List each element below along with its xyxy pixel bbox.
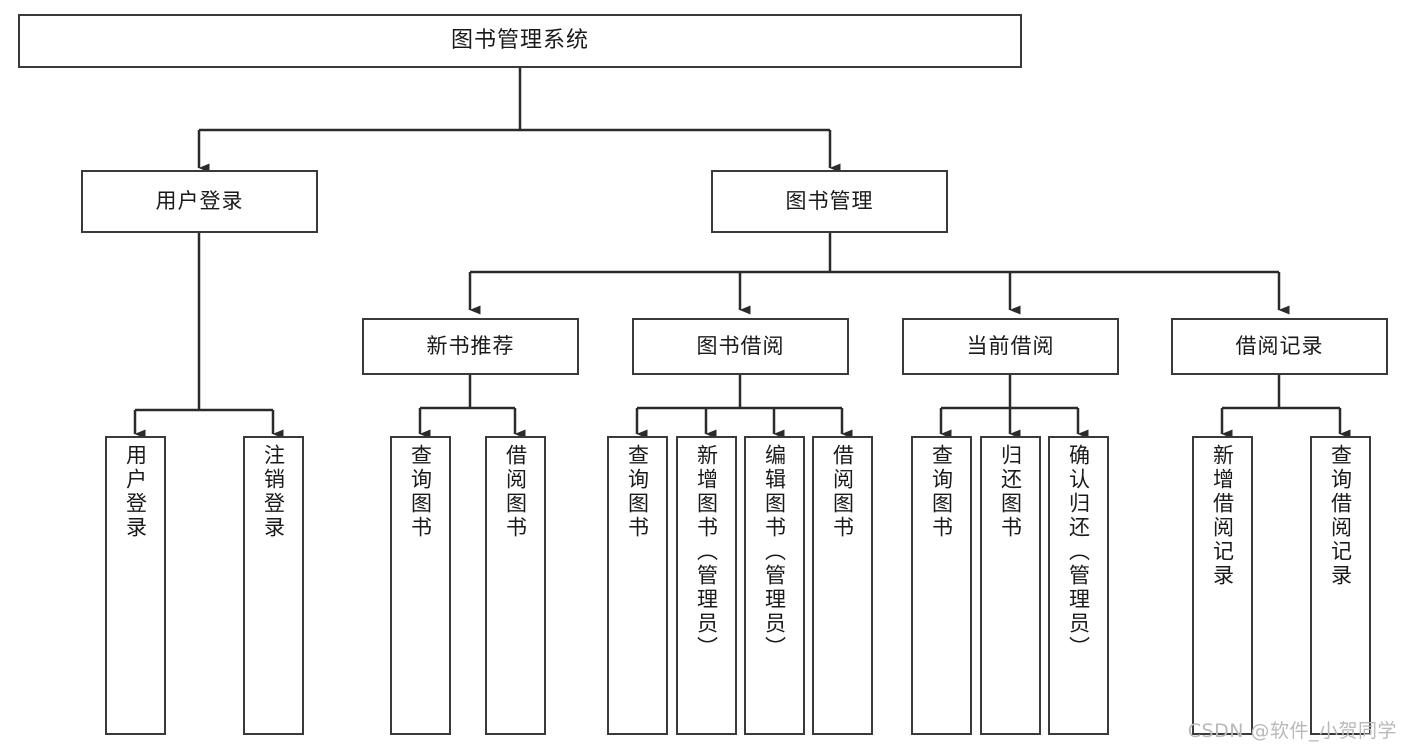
- node-label: 图书管理: [785, 189, 874, 214]
- node-label: 查询图书: [929, 444, 954, 540]
- leaf-confirm-return-admin[interactable]: 确认归还（管理员）: [1048, 436, 1109, 735]
- node-current-borrow[interactable]: 当前借阅: [902, 318, 1119, 375]
- node-user-login[interactable]: 用户登录: [81, 170, 318, 233]
- node-label: 用户登录: [123, 444, 148, 540]
- node-label: 借阅记录: [1235, 334, 1324, 359]
- node-book-borrow[interactable]: 图书借阅: [632, 318, 849, 375]
- leaf-return-book[interactable]: 归还图书: [980, 436, 1041, 735]
- node-label: 借阅图书: [830, 444, 855, 540]
- node-label: 新增借阅记录: [1210, 444, 1235, 588]
- leaf-query-book-recommend[interactable]: 查询图书: [390, 436, 451, 735]
- node-label: 用户登录: [155, 189, 244, 214]
- node-label: 借阅图书: [503, 444, 528, 540]
- node-label: 注销登录: [261, 444, 286, 540]
- node-new-book-recommend[interactable]: 新书推荐: [362, 318, 579, 375]
- node-root-book-management-system[interactable]: 图书管理系统: [18, 14, 1022, 68]
- node-label: 确认归还（管理员）: [1066, 444, 1091, 660]
- node-label: 图书管理系统: [450, 28, 589, 54]
- node-label: 新增图书（管理员）: [694, 444, 719, 660]
- leaf-query-book-borrow[interactable]: 查询图书: [607, 436, 668, 735]
- node-label: 查询图书: [408, 444, 433, 540]
- node-label: 图书借阅: [696, 334, 785, 359]
- leaf-query-borrow-record[interactable]: 查询借阅记录: [1310, 436, 1371, 735]
- leaf-logout-login[interactable]: 注销登录: [243, 436, 304, 735]
- node-label: 查询图书: [625, 444, 650, 540]
- leaf-query-book-current[interactable]: 查询图书: [911, 436, 972, 735]
- node-borrow-record[interactable]: 借阅记录: [1171, 318, 1388, 375]
- leaf-borrow-book-borrow[interactable]: 借阅图书: [812, 436, 873, 735]
- leaf-add-borrow-record[interactable]: 新增借阅记录: [1192, 436, 1253, 735]
- csdn-watermark: CSDN @软件_小贺同学: [1187, 720, 1397, 742]
- node-label: 新书推荐: [426, 334, 515, 359]
- node-label: 编辑图书（管理员）: [762, 444, 787, 660]
- node-book-management[interactable]: 图书管理: [711, 170, 948, 233]
- leaf-user-login[interactable]: 用户登录: [105, 436, 166, 735]
- leaf-edit-book-admin[interactable]: 编辑图书（管理员）: [744, 436, 805, 735]
- node-label: 查询借阅记录: [1328, 444, 1353, 588]
- node-label: 归还图书: [998, 444, 1023, 540]
- leaf-borrow-book-recommend[interactable]: 借阅图书: [485, 436, 546, 735]
- node-label: 当前借阅: [966, 334, 1055, 359]
- leaf-add-book-admin[interactable]: 新增图书（管理员）: [676, 436, 737, 735]
